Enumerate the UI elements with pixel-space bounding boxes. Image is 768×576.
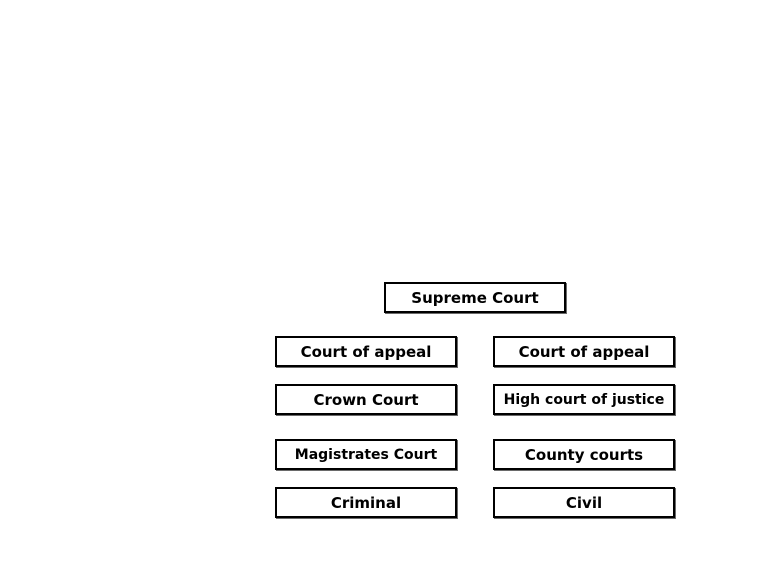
civil-court-of-appeal-box: Court of appeal <box>493 336 675 367</box>
county-courts-box: County courts <box>493 439 675 470</box>
civil-label-box: Civil <box>493 487 675 518</box>
criminal-label-box: Criminal <box>275 487 457 518</box>
supreme-court-box: Supreme Court <box>384 282 566 313</box>
magistrates-court-box: Magistrates Court <box>275 439 457 470</box>
criminal-court-of-appeal-box: Court of appeal <box>275 336 457 367</box>
high-court-of-justice-box: High court of justice <box>493 384 675 415</box>
crown-court-box: Crown Court <box>275 384 457 415</box>
